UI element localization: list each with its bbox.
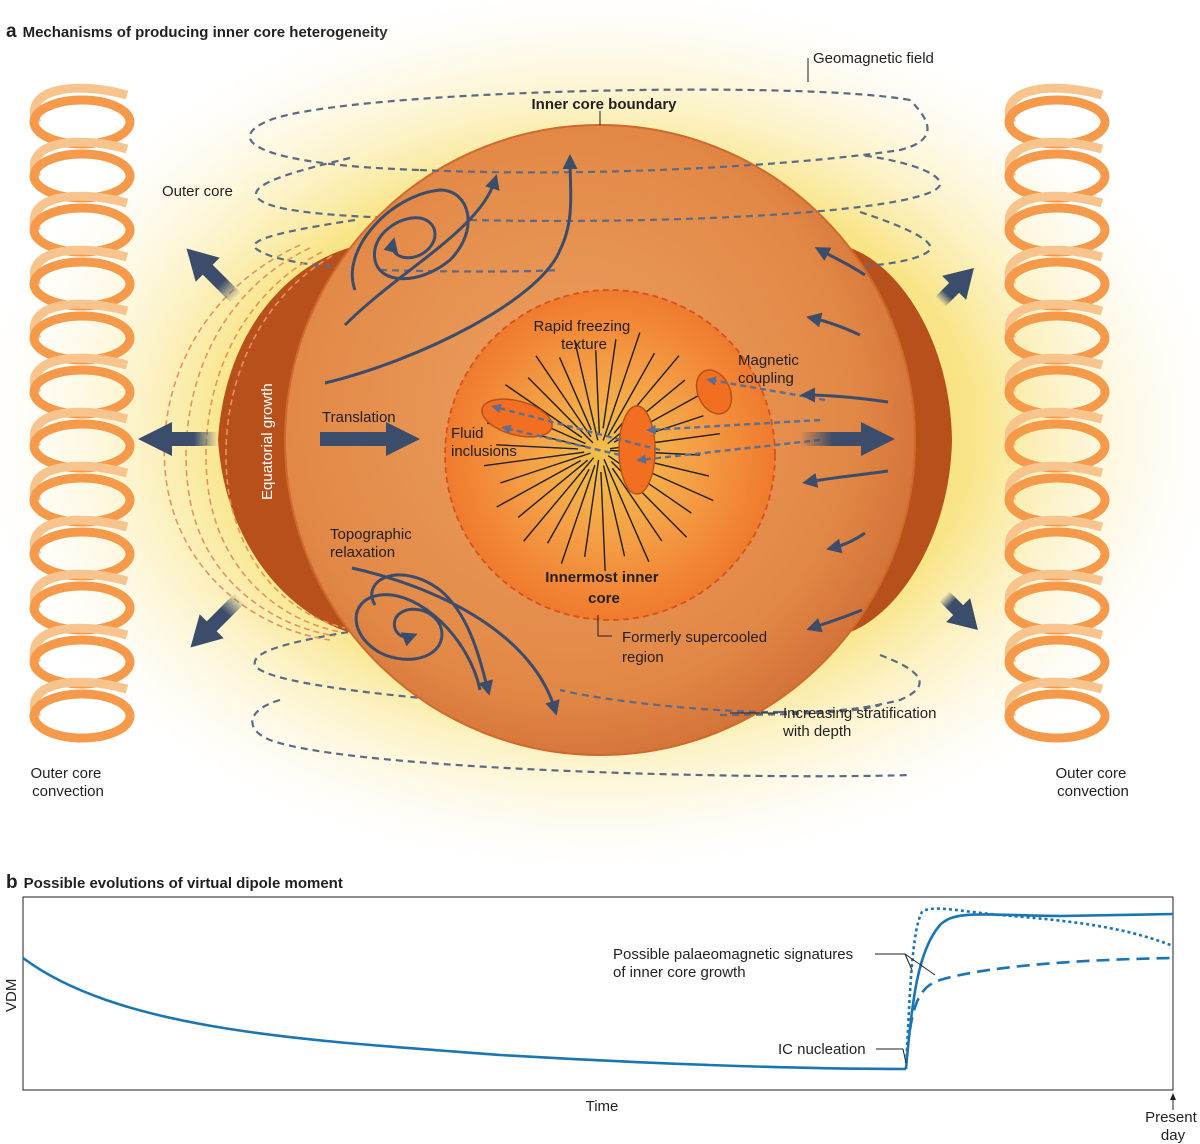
vdm-curve-dashed xyxy=(908,956,1174,1031)
panel-a-letter: a xyxy=(6,21,17,42)
outer-core-convection-left-helix xyxy=(29,83,135,743)
magnetic-coupling-arrows xyxy=(491,376,826,465)
flow-swirls-bottom xyxy=(351,566,560,716)
inner-core-boundary-label: Inner core boundary xyxy=(531,96,677,113)
translation-arrow-right xyxy=(800,422,895,456)
outer-core-convection-left-label: Outer core convection xyxy=(30,765,105,800)
translation-label: Translation xyxy=(322,409,396,426)
vdm-axis-label: VDM xyxy=(3,979,20,1012)
fluid-inclusion-center xyxy=(618,405,656,495)
increasing-stratification-label: Increasing stratification with depth xyxy=(782,705,941,740)
geomagnetic-field-lines-front xyxy=(379,99,942,717)
signatures-label: Possible palaeomagnetic signatures of in… xyxy=(613,946,857,981)
magnetic-coupling-label: Magnetic coupling xyxy=(738,352,803,387)
innermost-inner-core-label: Innermost inner core xyxy=(545,569,663,607)
vdm-curve-plateau xyxy=(904,912,1174,1070)
vdm-plot-frame xyxy=(22,896,1174,1091)
leader-lines xyxy=(597,58,809,714)
time-axis-label: Time xyxy=(586,1098,619,1115)
formerly-supercooled-label: Formerly supercooled region xyxy=(622,629,771,666)
vdm-pre-nucleation-curve xyxy=(22,956,907,1071)
topographic-relaxation-label: Topographic relaxation xyxy=(330,526,416,561)
panel-b-heading: Possible evolutions of virtual dipole mo… xyxy=(24,875,343,892)
equatorial-growth-arcs xyxy=(163,244,346,641)
ic-nucleation-label: IC nucleation xyxy=(778,1041,866,1058)
vdm-curve-dotted xyxy=(904,907,1174,1070)
translation-arrow-center xyxy=(320,422,420,456)
rapid-freezing-label: Rapid freezing texture xyxy=(534,318,635,353)
outer-core-convection-right-helix xyxy=(1004,83,1110,743)
outer-core-convection-right-label: Outer core convection xyxy=(1055,765,1130,800)
vdm-leader-lines xyxy=(875,953,936,1064)
equatorial-growth-label: Equatorial growth xyxy=(259,383,276,500)
outer-diagonal-arrows xyxy=(186,248,978,648)
present-day-arrowhead xyxy=(1170,1093,1176,1100)
panel-a-heading: Mechanisms of producing inner core heter… xyxy=(23,24,389,41)
panel-b-title: b Possible evolutions of virtual dipole m… xyxy=(6,872,343,893)
translation-arrow-left xyxy=(138,422,218,456)
panel-b-letter: b xyxy=(6,872,18,893)
panel-a-title: a Mechanisms of producing inner core hete… xyxy=(6,21,388,42)
outer-core-label: Outer core xyxy=(162,183,233,200)
flow-swirls-top xyxy=(324,154,578,385)
fluid-inclusions-label: Fluid inclusions xyxy=(451,425,517,460)
stratification-flow-arrows xyxy=(800,247,889,633)
rapid-freezing-texture-lines xyxy=(483,332,720,571)
vdm-curves xyxy=(22,907,1174,1071)
geomagnetic-field-label: Geomagnetic field xyxy=(813,50,934,67)
present-day-label: Present day xyxy=(1145,1109,1200,1144)
